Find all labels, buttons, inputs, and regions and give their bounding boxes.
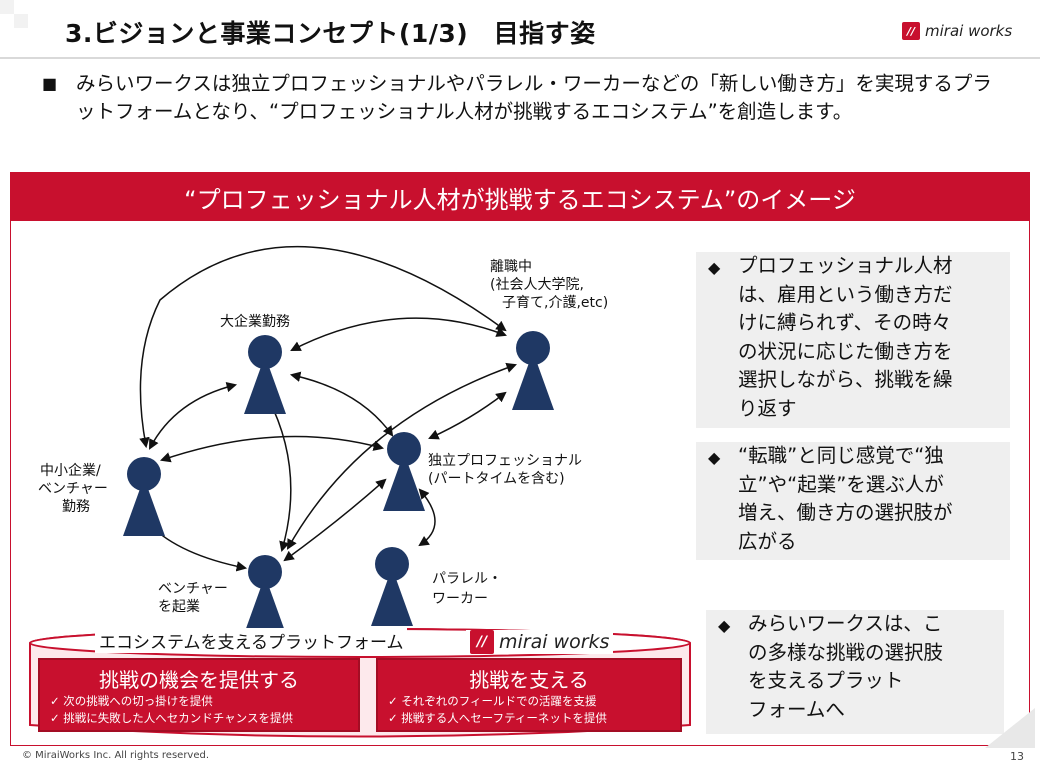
note-text: “転職”と同じ感覚で“独 立”や“起業”を選ぶ人が 増え、働き方の選択肢が 広が… [738, 444, 953, 553]
label-startup-1: ベンチャー [158, 581, 228, 597]
logo-text: mirai works [499, 631, 610, 653]
note-text: みらいワークスは、こ の多様な挑戦の選択肢 を支えるプラット フォームへ [748, 612, 944, 721]
opportunity-box: 挑戦の機会を提供する ✓ 次の挑戦への切っ掛けを提供 ✓ 挑戦に失敗した人へセカ… [38, 658, 360, 732]
opportunity-title: 挑戦の機会を提供する [99, 668, 299, 692]
arrow-large-leave [290, 317, 507, 351]
arrow-large-sme [149, 381, 238, 450]
label-independent-2: (パートタイムを含む) [428, 471, 565, 487]
label-on-leave-3: 子育て,介護,etc) [502, 295, 609, 311]
slide-title: 3.ビジョンと事業コンセプト(1/3) 目指す姿 [65, 19, 596, 48]
header-logo: // mirai works [902, 22, 1012, 40]
arrow-independent-leave [428, 391, 507, 440]
label-parallel-2: ワーカー [432, 591, 488, 607]
title-divider [0, 57, 1040, 59]
label-on-leave-2: (社会人大学院, [490, 277, 584, 293]
note-bullet-icon: ◆ [708, 258, 721, 277]
arrow-sme-startup [148, 523, 248, 572]
page-number: 13 [1010, 750, 1024, 763]
person-on-leave-icon [512, 331, 554, 410]
arrow-independent-startup [283, 478, 387, 562]
arrow-sme-independent [160, 435, 385, 463]
footer-copyright: © MiraiWorks Inc. All rights reserved. [22, 750, 210, 761]
arrow-independent-parallel [418, 488, 436, 547]
panel-header: “プロフェッショナル人材が挑戦するエコシステム”のイメージ [11, 173, 1029, 221]
support-box: 挑戦を支える ✓ それぞれのフィールドでの活躍を支援 ✓ 挑戦する人へセーフティ… [376, 658, 682, 732]
label-sme-3: 勤務 [62, 499, 90, 515]
platform-logo: // mirai works [466, 630, 614, 654]
person-startup-icon [244, 555, 286, 634]
note-bullet-icon: ◆ [718, 616, 731, 635]
arrow-large-independent [289, 371, 394, 437]
logo-mark: // [470, 630, 494, 654]
support-item: ✓ 挑戦する人へセーフティーネットを提供 [388, 711, 607, 725]
person-independent-icon [383, 432, 425, 511]
person-sme-icon [123, 457, 165, 536]
opportunity-item: ✓ 挑戦に失敗した人へセカンドチャンスを提供 [50, 711, 293, 725]
label-sme-2: ベンチャー [38, 481, 108, 497]
note-choices: ◆ “転職”と同じ感覚で“独 立”や“起業”を選ぶ人が 増え、働き方の選択肢が … [696, 442, 1010, 560]
person-large-company-icon [244, 335, 286, 414]
intro-bullet: ■ [42, 74, 58, 93]
platform-label: エコシステムを支えるプラットフォーム [95, 628, 408, 653]
arrow-large-startup [267, 396, 292, 553]
intro-text: みらいワークスは独立プロフェッショナルやパラレル・ワーカーなどの「新しい働き方」… [76, 72, 992, 123]
logo-text: mirai works [925, 22, 1013, 40]
label-parallel-1: パラレル・ [432, 571, 502, 587]
label-large-company: 大企業勤務 [220, 314, 290, 330]
bottom-right-decoration [985, 708, 1035, 748]
opportunity-item: ✓ 次の挑戦への切っ掛けを提供 [50, 694, 213, 708]
note-bullet-icon: ◆ [708, 448, 721, 467]
note-miraiworks: ◆ みらいワークスは、こ の多様な挑戦の選択肢 を支えるプラット フォームへ [706, 610, 1004, 734]
label-startup-2: を起業 [158, 599, 200, 615]
person-parallel-icon [371, 547, 413, 626]
label-on-leave-1: 離職中 [490, 259, 532, 275]
note-professional: ◆ プロフェッショナル人材 は、雇用という働き方だ けに縛られず、その時々 の状… [696, 252, 1010, 428]
arrow-leave-sme [139, 245, 507, 449]
corner-decoration [0, 0, 28, 28]
label-sme-1: 中小企業/ [40, 463, 101, 479]
support-title: 挑戦を支える [469, 668, 589, 692]
intro-paragraph: ■ みらいワークスは独立プロフェッショナルやパラレル・ワーカーなどの「新しい働き… [42, 70, 1002, 126]
label-independent-1: 独立プロフェッショナル [428, 453, 582, 469]
logo-mark: // [902, 22, 920, 40]
support-item: ✓ それぞれのフィールドでの活躍を支援 [388, 694, 597, 708]
note-text: プロフェッショナル人材 は、雇用という働き方だ けに縛られず、その時々 の状況に… [738, 254, 953, 420]
